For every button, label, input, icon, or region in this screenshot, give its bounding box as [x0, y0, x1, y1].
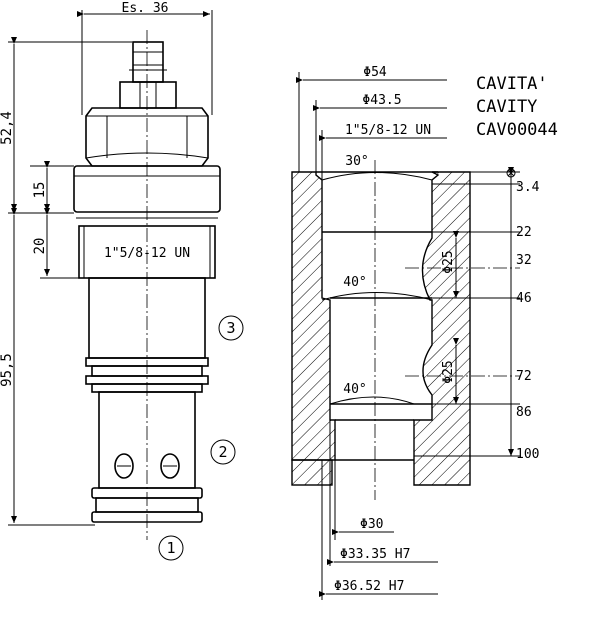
cavity-bottom-dimensions: Φ30 Φ33.35 H7 Φ36.52 H7: [319, 420, 438, 600]
cartridge-valve: Es. 36 1"5/8-12 UN: [73, 1, 221, 540]
hex-width-label: Es. 36: [122, 1, 169, 16]
angle-30-label: 30°: [345, 154, 368, 169]
overall-height-label: 52,4: [0, 111, 15, 145]
hex-height-label: 15: [32, 182, 48, 199]
body-length-label: 95,5: [0, 353, 15, 387]
cavity-thread-label: 1"5/8-12 UN: [345, 123, 431, 138]
port-2-label: 2: [218, 443, 227, 461]
port-callouts: 3 2 1: [158, 315, 244, 561]
cavity-title: CAVITA' CAVITY CAV00044: [476, 74, 558, 140]
valve-dimensions: 52,4 15 20 95,5: [0, 37, 132, 526]
diameter-33-35-label: Φ33.35 H7: [340, 547, 410, 562]
title-line-1: CAVITA': [476, 74, 548, 94]
angle-40-lower-label: 40°: [343, 382, 366, 397]
depth-22-label: 22: [516, 225, 532, 240]
cavity-section: 30° 40° 40° Φ25 Φ25: [291, 154, 520, 500]
lower-port-diameter-label: Φ25: [441, 360, 456, 383]
port-1-label: 1: [166, 539, 175, 557]
depth-72-label: 72: [516, 369, 532, 384]
diameter-36-52-label: Φ36.52 H7: [334, 579, 404, 594]
valve-thread-label: 1"5/8-12 UN: [104, 246, 190, 261]
upper-port-diameter-label: Φ25: [441, 250, 456, 273]
port-3-circle: [218, 315, 244, 341]
datum-symbol: [506, 168, 516, 178]
depth-46-label: 46: [516, 291, 532, 306]
diameter-54-label: Φ54: [363, 65, 387, 80]
title-line-2: CAVITY: [476, 97, 537, 117]
cavity-depth-dimensions: 3.4 22 32 46 72 86 100: [414, 167, 540, 462]
cavity-top-dimensions: Φ54 Φ43.5 1"5/8-12 UN: [296, 65, 447, 232]
depth-86-label: 86: [516, 405, 532, 420]
depth-3-4-label: 3.4: [516, 180, 540, 195]
diameter-30-label: Φ30: [360, 517, 383, 532]
port-2-circle: [210, 439, 236, 465]
title-line-3: CAV00044: [476, 120, 558, 140]
diameter-43-5-label: Φ43.5: [362, 93, 401, 108]
depth-100-label: 100: [516, 447, 539, 462]
port-1-circle: [158, 535, 184, 561]
depth-32-label: 32: [516, 253, 532, 268]
thread-height-label: 20: [32, 238, 48, 255]
angle-40-upper-label: 40°: [343, 275, 366, 290]
port-3-label: 3: [226, 319, 235, 337]
